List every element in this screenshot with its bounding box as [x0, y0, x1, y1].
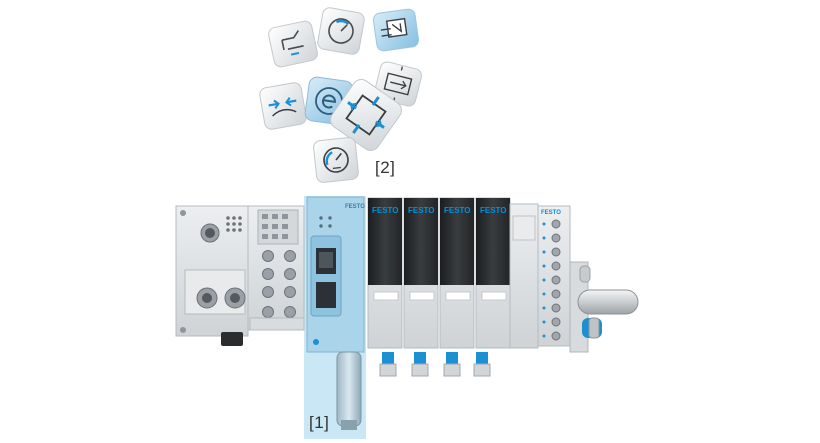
- module-brand-label: FESTO: [345, 204, 365, 210]
- highlighted-module[interactable]: FESTO: [306, 196, 365, 430]
- valve-modules: FESTO FESTO FESTO: [367, 197, 511, 377]
- valve-brand-label: FESTO: [444, 206, 471, 215]
- end-plate-brand-label: FESTO: [541, 210, 561, 216]
- supply-ports: [569, 261, 639, 353]
- valve-brand-label: FESTO: [408, 206, 435, 215]
- callout-label-2: [2]: [375, 158, 395, 177]
- io-module-block: [175, 205, 249, 346]
- flow-channel-icon[interactable]: [372, 8, 420, 52]
- valve-module[interactable]: FESTO: [473, 197, 511, 377]
- valve-module[interactable]: FESTO: [403, 197, 439, 377]
- leak-detection-icon[interactable]: [259, 82, 308, 131]
- speed-dial-icon[interactable]: [313, 137, 359, 183]
- cross-arrows-icon[interactable]: [327, 76, 405, 154]
- blank-plate: [509, 203, 539, 349]
- valve-module[interactable]: FESTO: [439, 197, 475, 377]
- valve-brand-label: FESTO: [372, 206, 399, 215]
- callout-label-1: [1]: [309, 413, 329, 432]
- app-tiles-cluster: [259, 7, 422, 183]
- io-channel-block: [247, 205, 305, 331]
- valve-pressure-icon[interactable]: [267, 20, 318, 68]
- rotary-gauge-icon[interactable]: [317, 7, 366, 56]
- end-plate-module: FESTO: [537, 205, 571, 347]
- valve-brand-label: FESTO: [480, 206, 507, 215]
- valve-module[interactable]: FESTO: [367, 197, 403, 377]
